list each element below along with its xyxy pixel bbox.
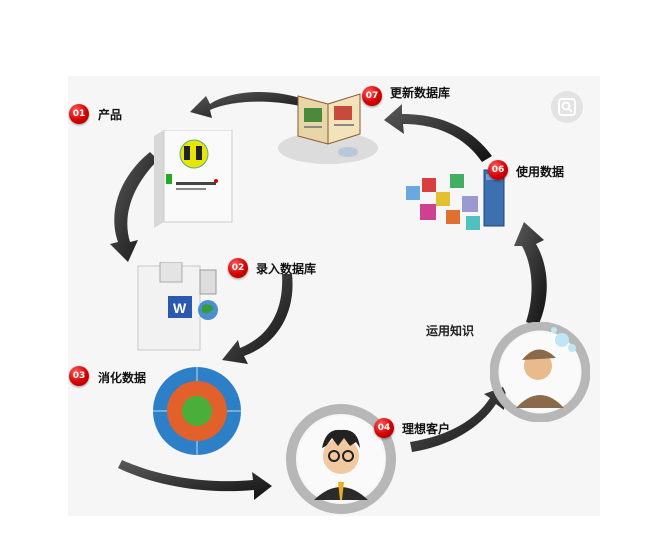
step-06-badge: 06 (488, 160, 508, 180)
arrow-02-to-03 (222, 274, 293, 364)
arrow-05-to-06 (514, 222, 547, 326)
step-04-label: 理想客户 (402, 422, 451, 436)
book-icon (276, 86, 378, 166)
arrow-06-to-07 (384, 104, 492, 162)
arrow-01-to-02 (110, 152, 158, 262)
step-01-badge: 01 (69, 104, 89, 124)
step-01-label: 产品 (98, 108, 123, 122)
detective-avatar-icon (489, 321, 591, 423)
step-02-label: 录入数据库 (256, 262, 317, 276)
zoom-icon[interactable] (551, 91, 583, 123)
apply-knowledge-label: 运用知识 (426, 324, 475, 338)
step-07-label: 更新数据库 (390, 86, 451, 100)
word-document-icon: W (136, 261, 222, 354)
step-04-badge: 04 (374, 418, 394, 438)
ring-chart-icon (152, 366, 242, 456)
step-06-label: 使用数据 (516, 165, 565, 179)
businessman-avatar-icon (286, 404, 396, 514)
arrow-03-to-04 (118, 460, 272, 500)
step-02-badge: 02 (228, 258, 248, 278)
product-box-icon (150, 129, 234, 228)
step-03-label: 消化数据 (98, 371, 147, 385)
step-03-badge: 03 (69, 366, 89, 386)
svg-text:W: W (173, 300, 187, 316)
arrow-07-to-01 (190, 91, 300, 118)
step-07-badge: 07 (362, 86, 382, 106)
